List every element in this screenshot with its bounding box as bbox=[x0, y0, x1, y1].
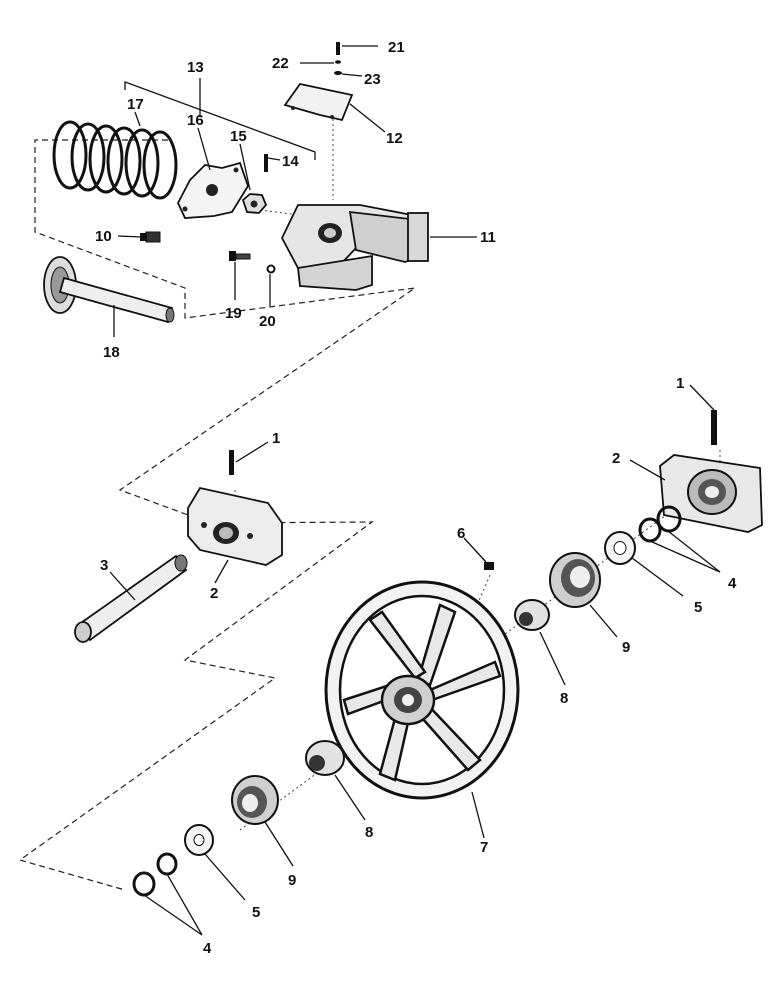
callout-2-left: 2 bbox=[210, 585, 218, 602]
bearing-block-2-right bbox=[659, 454, 763, 533]
group-bracket-13 bbox=[124, 78, 316, 160]
callout-8-right: 8 bbox=[560, 690, 568, 707]
callout-11: 11 bbox=[480, 229, 496, 246]
callout-23: 23 bbox=[364, 71, 381, 88]
ring-4-left-b bbox=[132, 871, 156, 897]
callout-5-left: 5 bbox=[252, 904, 260, 921]
ring-4-right-b bbox=[638, 517, 662, 543]
spring-plate-16 bbox=[176, 161, 249, 219]
callout-10: 10 bbox=[95, 228, 112, 245]
callout-6: 6 bbox=[457, 525, 465, 542]
callout-1-mid: 1 bbox=[272, 430, 280, 447]
callout-17: 17 bbox=[127, 96, 144, 113]
callout-16: 16 bbox=[187, 112, 204, 129]
washer-5-left bbox=[184, 824, 214, 856]
bearing-block-2-left bbox=[187, 486, 283, 566]
callout-7: 7 bbox=[480, 839, 488, 856]
callout-12: 12 bbox=[386, 130, 403, 147]
callout-9-right: 9 bbox=[622, 639, 630, 656]
leader-lines bbox=[109, 45, 721, 936]
ring-4-left-a bbox=[156, 852, 178, 876]
bushing-8-right bbox=[514, 599, 550, 631]
seal-9-right bbox=[549, 552, 601, 608]
pin-1-mid bbox=[229, 450, 234, 475]
rod-18 bbox=[43, 256, 175, 324]
seal-9-left bbox=[231, 775, 279, 825]
shaft-3 bbox=[74, 554, 188, 643]
callout-22: 22 bbox=[272, 55, 289, 72]
bolt-10 bbox=[140, 231, 161, 243]
pin-14 bbox=[264, 154, 268, 172]
bolt-19 bbox=[229, 251, 251, 261]
fitting-6 bbox=[484, 562, 494, 570]
callout-1-right: 1 bbox=[676, 375, 684, 392]
washer-5-right bbox=[604, 531, 636, 565]
callout-labels: 21 22 23 13 17 16 15 12 14 10 11 19 20 1… bbox=[95, 39, 737, 957]
callout-3: 3 bbox=[100, 557, 108, 574]
callout-9-left: 9 bbox=[288, 872, 296, 889]
bushing-8-left bbox=[305, 740, 345, 776]
callout-19: 19 bbox=[225, 305, 242, 322]
callout-14: 14 bbox=[282, 153, 299, 170]
callout-4-left: 4 bbox=[203, 940, 212, 957]
callout-4-right: 4 bbox=[728, 575, 737, 592]
callout-15: 15 bbox=[230, 128, 247, 145]
callout-8-left: 8 bbox=[365, 824, 373, 841]
callout-5-right: 5 bbox=[694, 599, 702, 616]
callout-20: 20 bbox=[259, 313, 276, 330]
nut-15 bbox=[241, 193, 268, 214]
spring-17 bbox=[52, 120, 178, 200]
nut-20 bbox=[266, 264, 276, 274]
screw-21-washers-22-23 bbox=[334, 42, 342, 75]
callout-13: 13 bbox=[187, 59, 204, 76]
pin-1-right bbox=[711, 410, 717, 445]
plate-12 bbox=[283, 82, 354, 122]
yoke-11 bbox=[280, 204, 429, 291]
callout-2-right: 2 bbox=[612, 450, 620, 467]
idler-wheel-7 bbox=[324, 580, 520, 800]
callout-18: 18 bbox=[103, 344, 120, 361]
callout-21: 21 bbox=[388, 39, 405, 56]
